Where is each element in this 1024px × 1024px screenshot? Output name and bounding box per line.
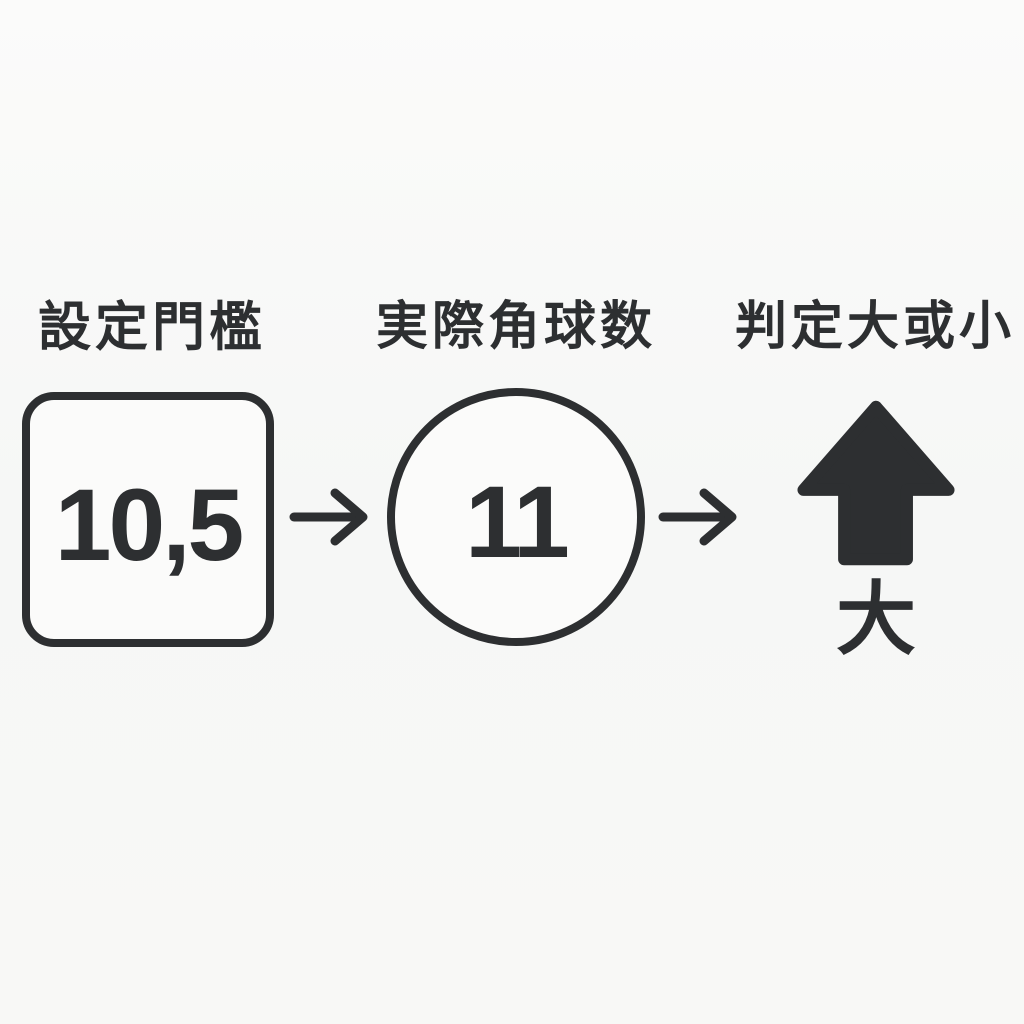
threshold-value: 10,5 xyxy=(54,467,245,582)
right-arrow-icon xyxy=(658,488,737,546)
actual-count-step-label: 実際角球数 xyxy=(375,298,656,356)
right-arrow-icon xyxy=(289,488,368,546)
threshold-step-label: 設定門檻 xyxy=(38,298,266,357)
verdict-result-label: 大 xyxy=(836,575,916,664)
up-arrow-icon xyxy=(797,400,955,566)
threshold-box: 10,5 xyxy=(22,392,274,647)
actual-count-value: 11 xyxy=(465,465,570,579)
actual-count-circle: 11 xyxy=(387,388,645,646)
verdict-step-label: 判定大或小 xyxy=(734,298,1015,356)
